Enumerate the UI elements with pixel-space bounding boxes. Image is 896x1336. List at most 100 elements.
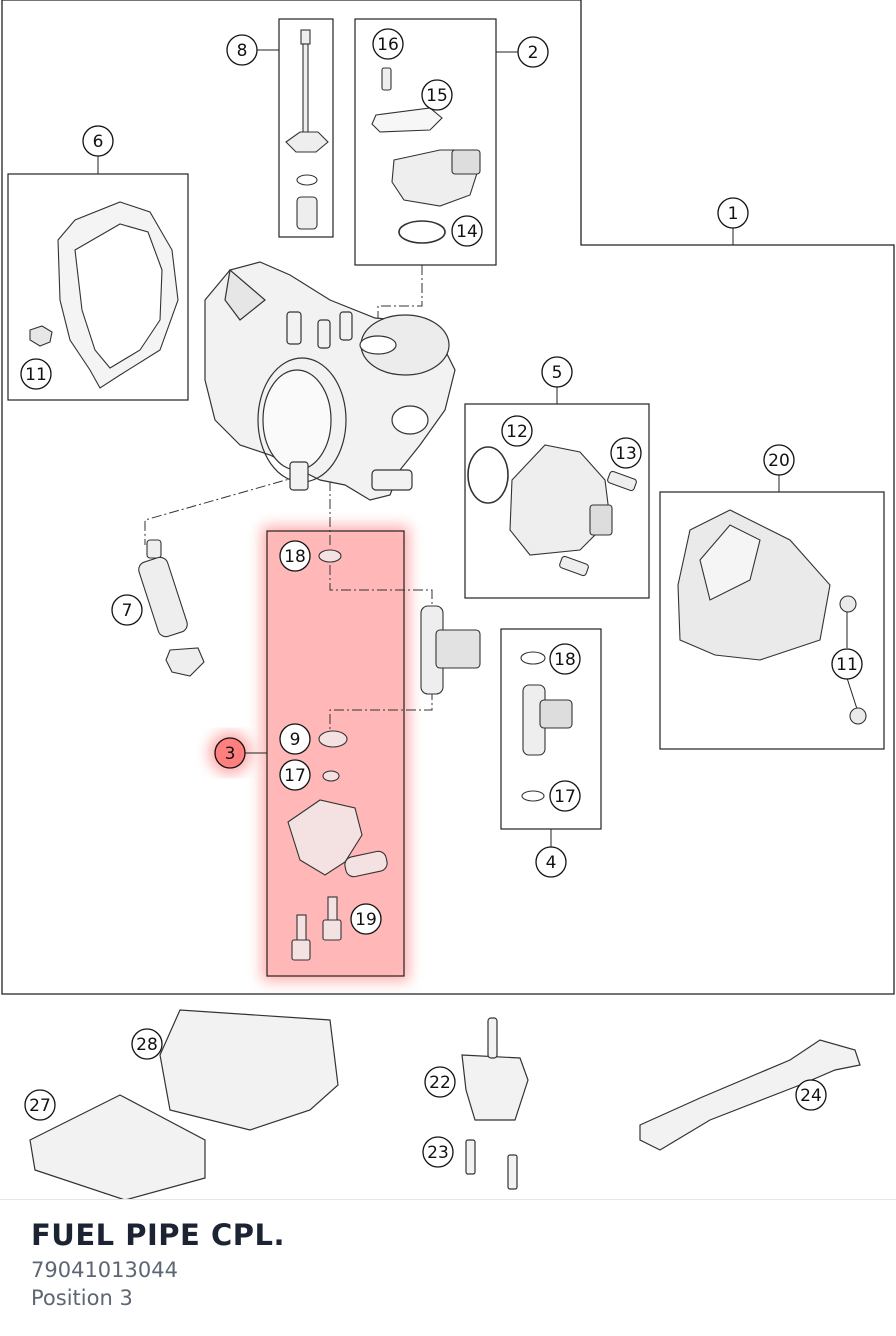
callout-label: 8	[237, 41, 248, 61]
callout-circle	[795, 1079, 827, 1111]
callout-label: 24	[800, 1086, 822, 1106]
callout-c19[interactable]: 19	[350, 903, 382, 935]
callout-c18a[interactable]: 18	[279, 540, 311, 572]
dash-dot-lines	[144, 265, 433, 732]
group-6-parts	[29, 201, 179, 389]
group-20-parts	[677, 509, 867, 725]
callout-label: 18	[284, 547, 306, 567]
callout-label: 12	[506, 422, 528, 442]
ecu-27-drawing	[29, 1094, 206, 1201]
callout-label: 4	[546, 853, 557, 873]
callout-c9[interactable]: 9	[279, 723, 311, 755]
callout-circle	[541, 356, 573, 388]
sensor-22-drawing	[461, 1054, 529, 1121]
callout-c17a[interactable]: 17	[279, 759, 311, 791]
throttle-body-drawing	[204, 261, 456, 501]
group-4-parts	[520, 651, 573, 802]
callout-circle	[131, 1028, 163, 1060]
callout-circle	[763, 444, 795, 476]
callout-circle	[424, 1066, 456, 1098]
callout-circle	[372, 28, 404, 60]
callout-c6[interactable]: 6	[82, 125, 114, 157]
callout-c16[interactable]: 16	[372, 28, 404, 60]
callout-label: 18	[554, 650, 576, 670]
callout-c4[interactable]: 4	[535, 846, 567, 878]
callout-circle	[279, 759, 311, 791]
callout-label: 3	[225, 744, 236, 764]
callout-c18b[interactable]: 18	[549, 643, 581, 675]
callout-circle	[831, 648, 863, 680]
callout-label: 27	[29, 1096, 51, 1116]
callout-circle	[20, 358, 52, 390]
callout-c13[interactable]: 13	[610, 437, 642, 469]
callout-c5[interactable]: 5	[541, 356, 573, 388]
callout-label: 20	[768, 451, 790, 471]
group-20-box	[659, 491, 885, 750]
callout-circle	[350, 903, 382, 935]
cable-24-drawing	[639, 1039, 861, 1151]
callout-c7[interactable]: 7	[111, 594, 143, 626]
part-number: 79041013044	[31, 1258, 178, 1282]
lower-parts	[29, 1009, 861, 1201]
callout-label: 15	[426, 86, 448, 106]
callout-circle	[517, 36, 549, 68]
callout-circle	[214, 737, 246, 769]
callout-c22[interactable]: 22	[424, 1066, 456, 1098]
callout-label: 5	[552, 363, 563, 383]
callout-c23[interactable]: 23	[422, 1136, 454, 1168]
callout-circle	[82, 125, 114, 157]
group-2-box	[354, 18, 497, 266]
callout-label: 28	[136, 1035, 158, 1055]
callout-label: 19	[355, 910, 377, 930]
callout-circle	[111, 594, 143, 626]
callout-circle	[421, 79, 453, 111]
callout-c11b[interactable]: 11	[831, 648, 863, 680]
group-3-parts	[287, 549, 481, 961]
callout-c27[interactable]: 27	[24, 1089, 56, 1121]
group-2-parts	[371, 67, 481, 244]
callout-c1[interactable]: 1	[717, 197, 749, 229]
callout-label: 23	[427, 1143, 449, 1163]
callout-circle	[451, 215, 483, 247]
callout-c3[interactable]: 3	[214, 737, 246, 769]
position-3-highlight[interactable]	[209, 526, 409, 981]
callout-c2[interactable]: 2	[517, 36, 549, 68]
callout-label: 9	[290, 730, 301, 750]
callout-label: 2	[528, 43, 539, 63]
callout-circle	[279, 540, 311, 572]
assembly-1-outline	[1, 0, 895, 995]
callout-c17b[interactable]: 17	[549, 780, 581, 812]
leader-lines	[97, 49, 859, 848]
callout-c8[interactable]: 8	[226, 34, 258, 66]
callout-label: 22	[429, 1073, 451, 1093]
callout-label: 11	[836, 655, 858, 675]
callout-c24[interactable]: 24	[795, 1079, 827, 1111]
callout-label: 13	[615, 444, 637, 464]
ecu-28-drawing	[159, 1009, 339, 1131]
callout-circle	[535, 846, 567, 878]
callout-c20[interactable]: 20	[763, 444, 795, 476]
callout-circle	[501, 415, 533, 447]
callout-circle	[717, 197, 749, 229]
callout-circle	[610, 437, 642, 469]
callout-circle	[279, 723, 311, 755]
callout-c28[interactable]: 28	[131, 1028, 163, 1060]
callout-c12[interactable]: 12	[501, 415, 533, 447]
part-title: FUEL PIPE CPL.	[31, 1218, 285, 1252]
part-position: Position 3	[31, 1286, 133, 1310]
callout-label: 6	[93, 132, 104, 152]
callout-label: 1	[728, 204, 739, 224]
callout-circle	[422, 1136, 454, 1168]
callout-label: 17	[554, 787, 576, 807]
part-info-panel: FUEL PIPE CPL. 79041013044 Position 3	[0, 1199, 896, 1336]
callout-circle	[24, 1089, 56, 1121]
callout-c11a[interactable]: 11	[20, 358, 52, 390]
callout-circle	[549, 780, 581, 812]
callout-label: 16	[377, 35, 399, 55]
callout-c15[interactable]: 15	[421, 79, 453, 111]
callout-label: 11	[25, 365, 47, 385]
callout-circle	[226, 34, 258, 66]
callout-label: 14	[456, 222, 478, 242]
callout-c14[interactable]: 14	[451, 215, 483, 247]
